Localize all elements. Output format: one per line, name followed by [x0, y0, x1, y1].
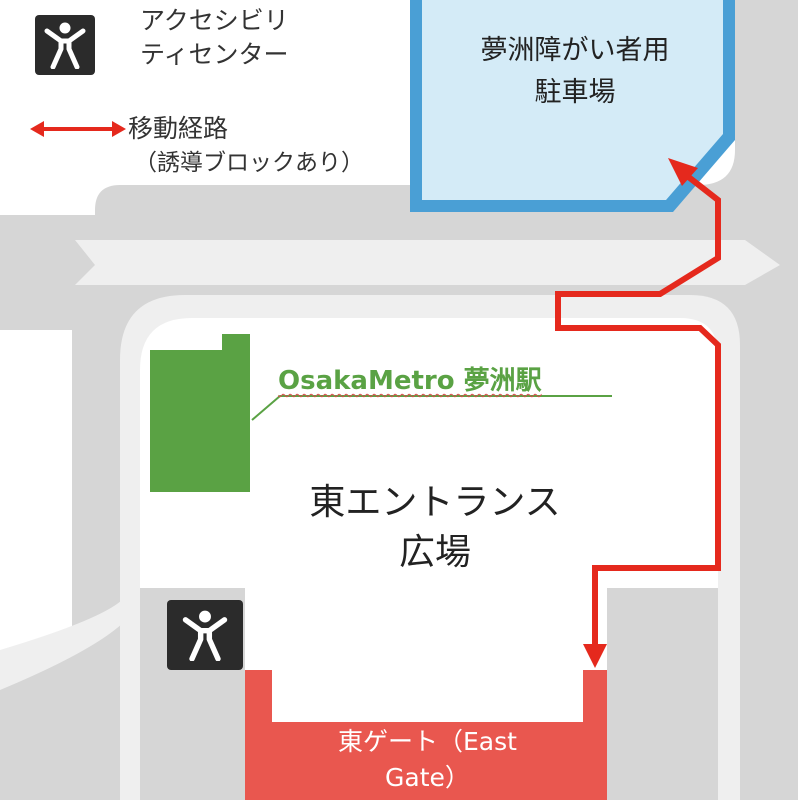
plaza-label-line-1: 東エントランス	[309, 482, 561, 523]
legend-accessibility-line-1: アクセシビリ	[140, 6, 289, 35]
east-gate-label: 東ゲート（East Gate）	[272, 724, 583, 796]
east-gate-label-line-2: Gate）	[385, 763, 470, 792]
route-arrow-bottom	[583, 644, 607, 668]
accessibility-person-icon	[35, 15, 95, 75]
legend-accessibility-label: アクセシビリ ティセンター	[140, 4, 289, 72]
accessibility-person-glyph	[44, 22, 86, 69]
legend-accessibility-line-2: ティセンター	[140, 40, 289, 69]
station-label: OsakaMetro 夢洲駅	[278, 366, 542, 396]
east-gate-block	[245, 670, 607, 800]
left-open-area	[0, 250, 72, 665]
left-walkway	[0, 600, 138, 690]
legend-route-line-2: （誘導ブロックあり）	[134, 150, 364, 176]
double-arrow-icon	[30, 121, 126, 137]
legend-route-label: 移動経路 （誘導ブロックあり）	[128, 112, 364, 180]
right-building-block	[607, 588, 718, 800]
parking-lot	[422, 0, 723, 200]
east-gate-label-line-1: 東ゲート（East	[338, 727, 517, 756]
route-path	[555, 165, 721, 648]
road-median	[75, 240, 780, 285]
accessibility-person-icon	[167, 600, 243, 670]
plaza-area	[140, 318, 718, 800]
station-leader-line	[251, 395, 612, 421]
parking-label-line-2: 駐車場	[534, 77, 616, 108]
route-arrow-top	[668, 158, 698, 186]
parking-label-line-1: 夢洲障がい者用	[480, 35, 670, 66]
accessibility-person-glyph	[182, 610, 228, 661]
plaza-label: 東エントランス 広場	[280, 478, 590, 578]
legend-route-line-1: 移動経路	[128, 114, 229, 143]
station-building	[150, 334, 250, 492]
plaza-label-line-2: 広場	[398, 532, 471, 573]
parking-label: 夢洲障がい者用 駐車場	[440, 30, 710, 114]
